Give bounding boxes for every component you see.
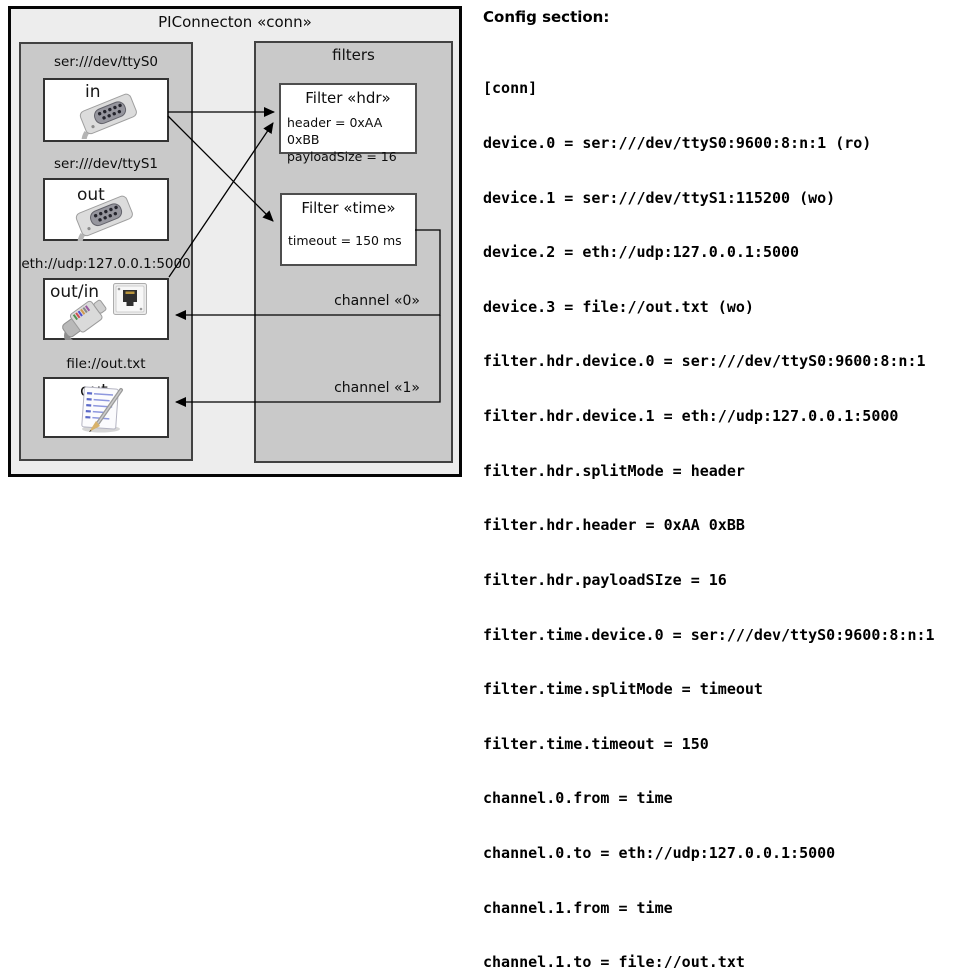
config-line: filter.time.timeout = 150 — [483, 734, 709, 753]
config-heading: Config section: — [483, 8, 610, 26]
filter-hdr-box: Filter «hdr» header = 0xAA 0xBB payloadS… — [279, 83, 417, 164]
config-lines: [conn] device.0 = ser:///dev/ttyS0:9600:… — [483, 43, 935, 968]
ethernet-plug-icon — [62, 299, 107, 340]
port-direction-label: out/in — [50, 282, 100, 302]
config-line: filter.hdr.splitMode = header — [483, 461, 745, 480]
serial-connector-icon — [75, 195, 133, 241]
port-direction-label: in — [85, 82, 101, 102]
diagram-title: PIConnecton «conn» — [158, 13, 312, 31]
filter-properties: timeout = 150 ms — [288, 232, 415, 249]
config-line: filter.hdr.header = 0xAA 0xBB — [483, 516, 745, 535]
config-line: device.1 = ser:///dev/ttyS1:115200 (wo) — [483, 188, 836, 207]
config-line: channel.1.to = file://out.txt — [483, 953, 745, 968]
filter-prop: timeout = 150 ms — [288, 233, 402, 248]
filters-panel: filters Filter «hdr» header = 0xAA 0xBB … — [254, 41, 453, 463]
port-direction-label: out — [77, 185, 105, 205]
filter-properties: header = 0xAA 0xBB payloadSize = 16 — [287, 114, 415, 165]
channel-0-label: channel «0» — [334, 293, 420, 309]
config-section: Config section: [conn] device.0 = ser://… — [483, 8, 935, 968]
config-line: device.0 = ser:///dev/ttyS0:9600:8:n:1 (… — [483, 134, 872, 153]
device-box-eth: out/in — [43, 278, 169, 340]
config-line: filter.hdr.device.1 = eth://udp:127.0.0.… — [483, 407, 899, 426]
device-url-label: ser:///dev/ttyS0 — [54, 54, 158, 70]
device-box-ttys1: out — [43, 178, 169, 241]
config-line: filter.time.splitMode = timeout — [483, 680, 763, 699]
device-url-label: eth://udp:127.0.0.1:5000 — [21, 256, 191, 272]
config-line: filter.time.device.0 = ser:///dev/ttyS0:… — [483, 625, 935, 644]
filter-title: Filter «time» — [301, 199, 396, 217]
config-line: channel.0.to = eth://udp:127.0.0.1:5000 — [483, 843, 836, 862]
config-line: device.3 = file://out.txt (wo) — [483, 297, 754, 316]
config-line: filter.hdr.device.0 = ser:///dev/ttyS0:9… — [483, 352, 926, 371]
filter-time-box: Filter «time» timeout = 150 ms — [280, 193, 417, 266]
serial-connector-icon — [79, 93, 137, 139]
ethernet-port-icon — [113, 283, 147, 315]
device-url-label: file://out.txt — [66, 356, 146, 372]
device-box-ttys0: in — [43, 78, 169, 142]
notepad-icon — [81, 386, 123, 433]
config-line: device.2 = eth://udp:127.0.0.1:5000 — [483, 243, 800, 262]
config-line: channel.1.from = time — [483, 898, 673, 917]
filter-prop: header = 0xAA 0xBB — [287, 115, 383, 147]
devices-panel: ser:///dev/ttyS0 in ser:///dev/ttyS1 out — [19, 42, 193, 461]
connection-box: PIConnecton «conn» ser:///dev/ttyS0 in s… — [8, 6, 462, 477]
channel-1-label: channel «1» — [334, 380, 420, 396]
config-line: filter.hdr.payloadSIze = 16 — [483, 570, 727, 589]
config-line: channel.0.from = time — [483, 789, 673, 808]
device-url-label: ser:///dev/ttyS1 — [54, 156, 158, 172]
filter-prop: payloadSize = 16 — [287, 149, 397, 164]
filter-title: Filter «hdr» — [305, 89, 391, 107]
device-box-file: out — [43, 377, 169, 438]
filters-panel-title: filters — [332, 46, 375, 64]
config-line: [conn] — [483, 79, 538, 98]
